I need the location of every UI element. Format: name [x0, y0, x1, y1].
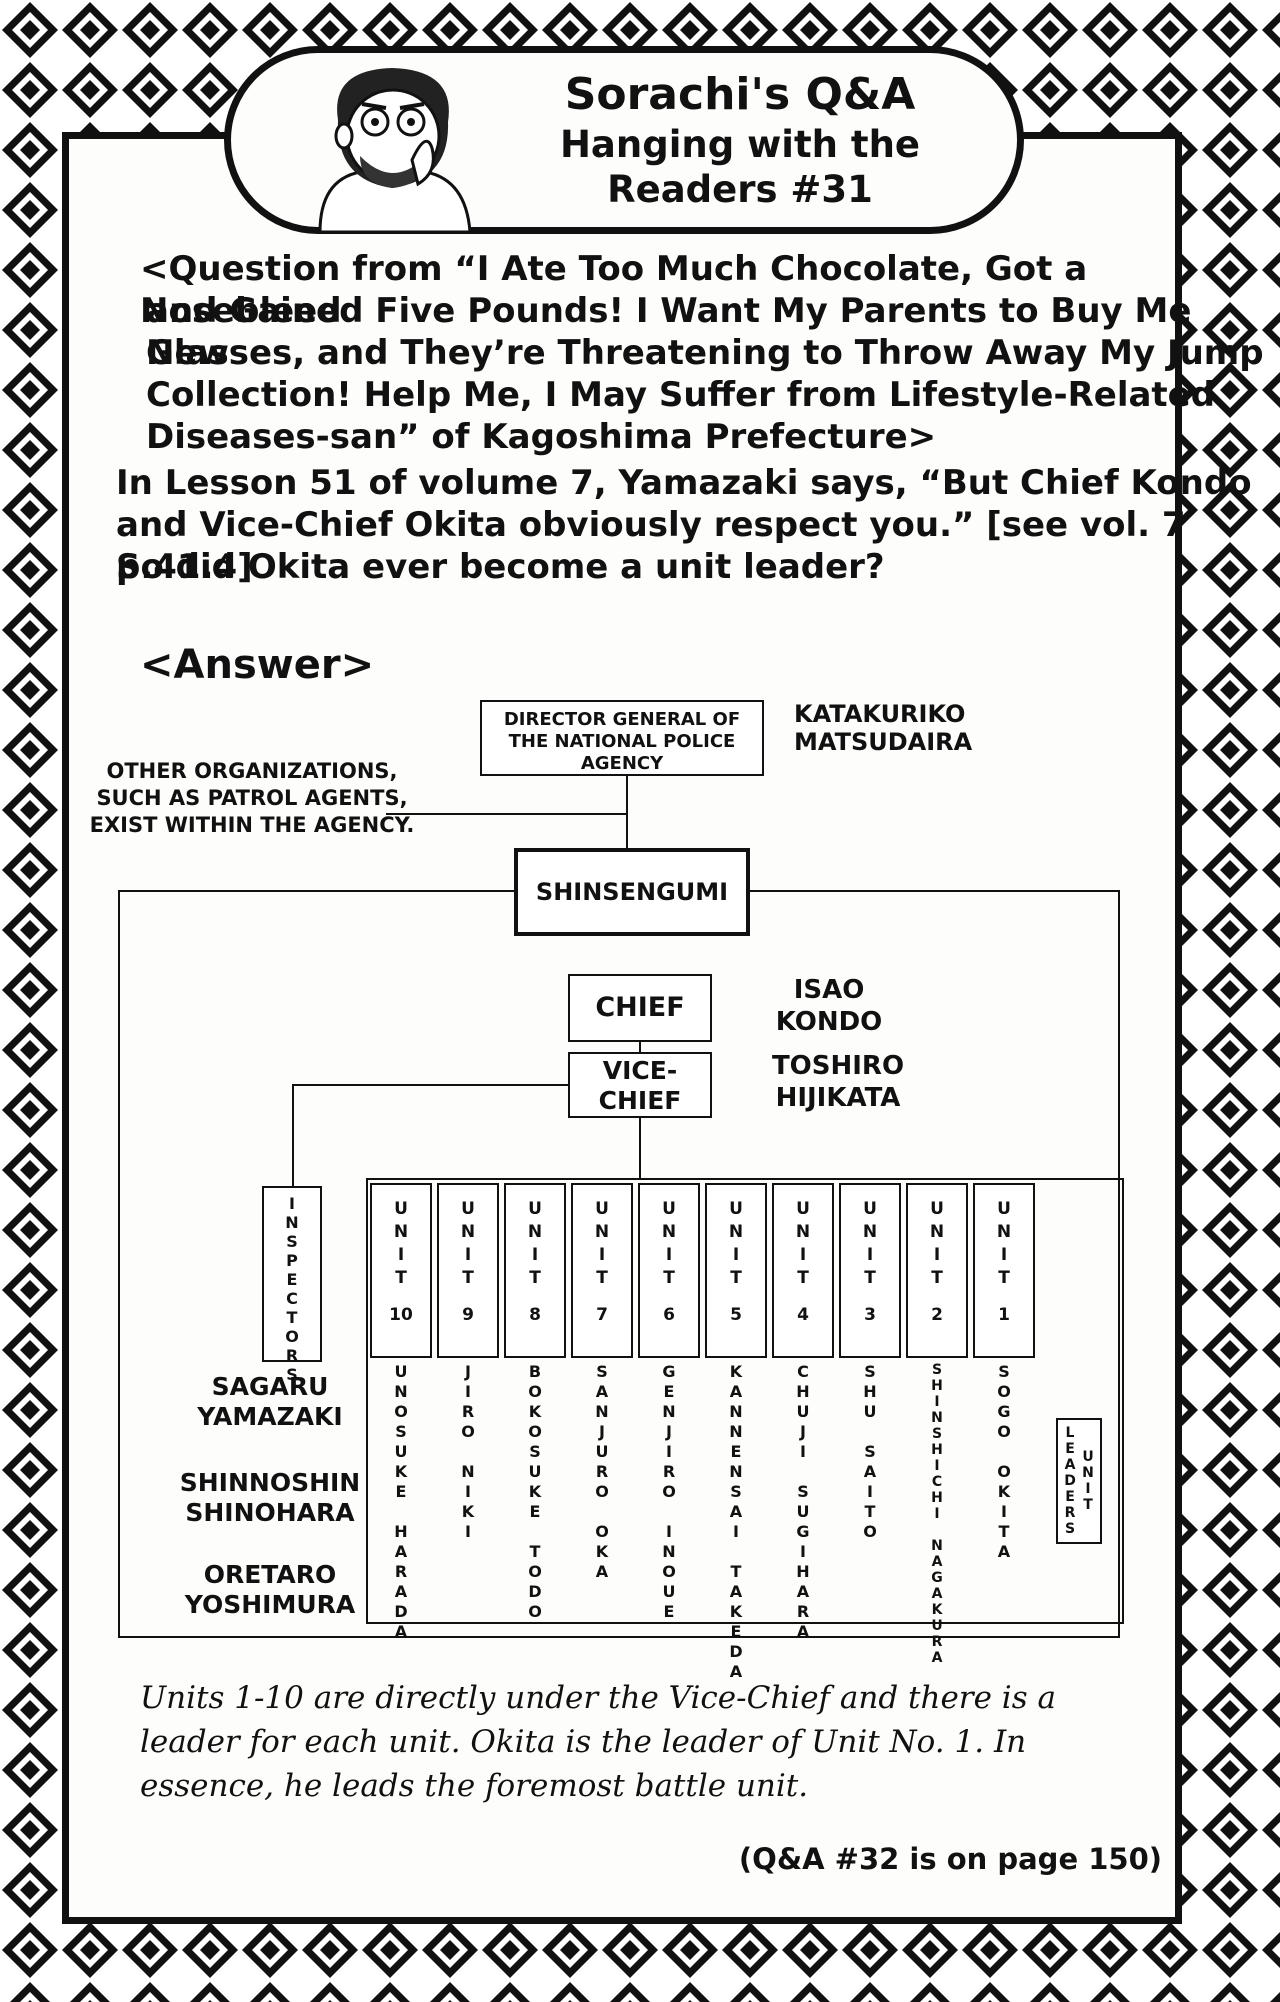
other-organizations-note: OTHER ORGANIZATIONS, SUCH AS PATROL AGEN…: [89, 759, 415, 837]
unit-word: UNIT: [793, 1199, 813, 1291]
frame-top-right: [750, 890, 1120, 892]
answer-note: Units 1-10 are directly under the Vice-C…: [140, 1680, 1056, 1804]
unit-box: UNIT 7: [571, 1183, 633, 1358]
unit-leaders-box: UNIT LEADERS: [1056, 1418, 1102, 1544]
question-line-8: So did Okita ever become a unit leader?: [116, 547, 885, 587]
unit-word: UNIT: [726, 1199, 746, 1291]
inspector-name-1: SAGARU YAMAZAKI: [197, 1372, 343, 1431]
unit-leader-name: KANNENSAI TAKEDA: [726, 1362, 746, 1682]
chief-name: ISAO KONDO: [775, 975, 883, 1037]
inspectors-label: INSPECTORS: [282, 1194, 302, 1384]
unit-box: UNIT 9: [437, 1183, 499, 1358]
unit-word: UNIT: [525, 1199, 545, 1291]
connector-other-orgs: [386, 813, 626, 815]
answer-label: <Answer>: [140, 642, 375, 688]
question-line-2: and Gained Five Pounds! I Want My Parent…: [146, 291, 1192, 373]
units-frame: [366, 1178, 1124, 1624]
unit-number: 1: [998, 1305, 1010, 1325]
connector-chief-vice: [639, 1042, 641, 1052]
title-sub-2: Readers #31: [607, 167, 873, 211]
unit-leader-name: SOGO OKITA: [994, 1362, 1014, 1562]
unit-box: UNIT 8: [504, 1183, 566, 1358]
unit-word: UNIT: [659, 1199, 679, 1291]
unit-number: 8: [529, 1305, 541, 1325]
unit-word: UNIT: [860, 1199, 880, 1291]
unit-box: UNIT 2: [906, 1183, 968, 1358]
unit-leader-name: GENJIRO INOUE: [659, 1362, 679, 1622]
director-name: KATAKURIKO MATSUDAIRA: [794, 700, 973, 756]
unit-box: UNIT 1: [973, 1183, 1035, 1358]
question-line-7: and Vice-Chief Okita obviously respect y…: [116, 505, 1186, 587]
connector-vice-inspectors-v: [292, 1084, 294, 1186]
unit-number: 10: [389, 1305, 413, 1325]
unit-number: 6: [663, 1305, 675, 1325]
unit-number: 2: [931, 1305, 943, 1325]
next-qa-footer: (Q&A #32 is on page 150): [738, 1842, 1162, 1876]
unit-word: UNIT: [927, 1199, 947, 1291]
unit-word: UNIT: [458, 1199, 478, 1291]
vice-chief-box: VICE-CHIEF: [568, 1052, 712, 1118]
inspector-name-2: SHINNOSHIN SHINOHARA: [179, 1468, 361, 1527]
frame-top-left: [118, 890, 514, 892]
unit-word: UNIT: [391, 1199, 411, 1291]
unit-number: 3: [864, 1305, 876, 1325]
unit-leader-name: UNOSUKE HARADA: [391, 1362, 411, 1642]
inspectors-box: INSPECTORS: [262, 1186, 322, 1384]
connector-vice-inspectors-h: [292, 1084, 568, 1086]
unit-leader-name: SANJURO OKA: [592, 1362, 612, 1582]
question-line-1: <Question from “I Ate Too Much Chocolate…: [140, 249, 1088, 331]
unit-box: UNIT 4: [772, 1183, 834, 1358]
shinsengumi-box: SHINSENGUMI: [514, 848, 750, 936]
unit-leader-name: BOKOSUKE TODO: [525, 1362, 545, 1622]
unit-leader-name: SHINSHICHI NAGAKURA: [929, 1362, 945, 1666]
unit-box: UNIT 10: [370, 1183, 432, 1358]
unit-box: UNIT 3: [839, 1183, 901, 1358]
unit-word: UNIT: [592, 1199, 612, 1291]
title-main: Sorachi's Q&A: [564, 69, 916, 120]
question-line-5: Diseases-san” of Kagoshima Prefecture>: [146, 417, 937, 457]
unit-leader-cell: UNOSUKE HARADA: [381, 1362, 421, 1642]
unit-leader-cell: SHU SAITO: [850, 1362, 890, 1542]
unit-number: 5: [730, 1305, 742, 1325]
unit-leader-cell: GENJIRO INOUE: [649, 1362, 689, 1622]
director-general-box: DIRECTOR GENERAL OF THE NATIONAL POLICE …: [480, 700, 764, 776]
unit-leader-cell: JIRO NIKI: [448, 1362, 488, 1542]
vice-chief-name: TOSHIRO HIJIKATA: [771, 1051, 905, 1113]
unit-number: 9: [462, 1305, 474, 1325]
unit-number: 7: [596, 1305, 608, 1325]
unit-leader-name: JIRO NIKI: [458, 1362, 478, 1542]
question-line-3: Glasses, and They’re Threatening to Thro…: [146, 333, 1264, 373]
unit-number: 4: [797, 1305, 809, 1325]
unit-leaders-label: UNIT LEADERS: [1062, 1425, 1096, 1537]
connector-director-shinsengumi: [626, 776, 628, 848]
question-line-4: Collection! Help Me, I May Suffer from L…: [146, 375, 1216, 415]
qa-title: Sorachi's Q&A Hanging with the Readers #…: [490, 68, 990, 212]
chief-box: CHIEF: [568, 974, 712, 1042]
inspector-name-3: ORETARO YOSHIMURA: [184, 1560, 356, 1619]
connector-vice-units: [639, 1118, 641, 1178]
unit-leader-cell: CHUJI SUGIHARA: [783, 1362, 823, 1642]
unit-leader-name: CHUJI SUGIHARA: [793, 1362, 813, 1642]
unit-word: UNIT: [994, 1199, 1014, 1291]
author-avatar-illustration: [318, 68, 472, 232]
question-line-6: In Lesson 51 of volume 7, Yamazaki says,…: [116, 463, 1252, 503]
unit-leader-cell: SANJURO OKA: [582, 1362, 622, 1582]
unit-box: UNIT 6: [638, 1183, 700, 1358]
title-sub-1: Hanging with the: [559, 122, 921, 166]
unit-box: UNIT 5: [705, 1183, 767, 1358]
shinsengumi-outer-frame: [118, 890, 1120, 1638]
unit-leader-name: SHU SAITO: [860, 1362, 880, 1542]
unit-leader-cell: SOGO OKITA: [984, 1362, 1024, 1562]
unit-leader-cell: SHINSHICHI NAGAKURA: [917, 1362, 957, 1666]
unit-leader-cell: BOKOSUKE TODO: [515, 1362, 555, 1622]
unit-leader-cell: KANNENSAI TAKEDA: [716, 1362, 756, 1682]
